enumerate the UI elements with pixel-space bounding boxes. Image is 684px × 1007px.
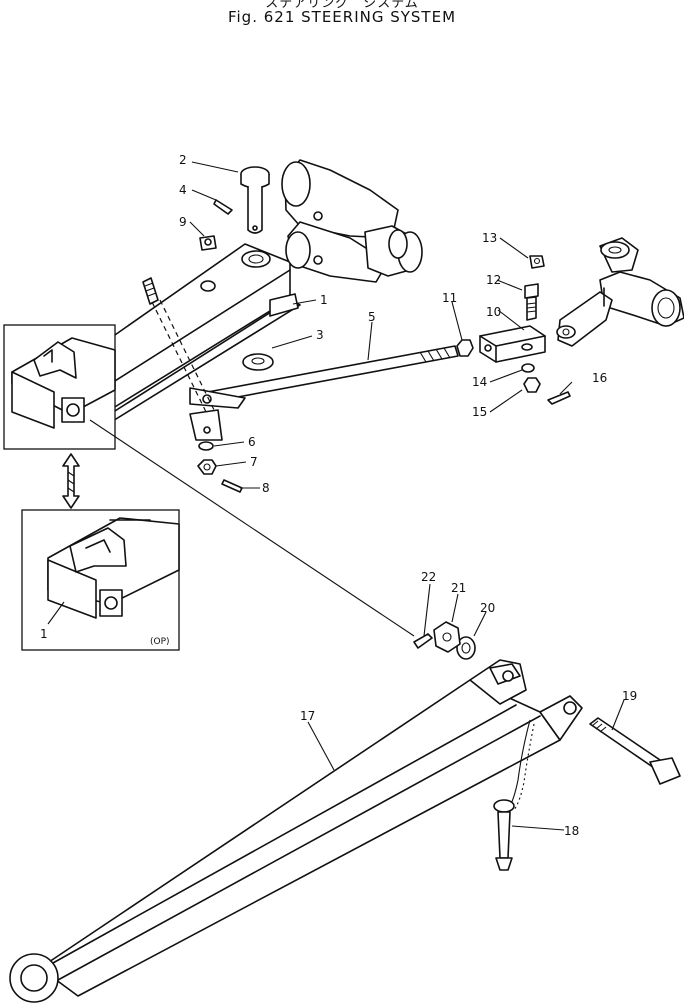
bolt-12 [524, 283, 539, 321]
jam-nut-11 [456, 339, 474, 357]
callout-9: 9 [179, 215, 187, 229]
callout-6: 6 [248, 435, 256, 449]
callout-7: 7 [250, 455, 258, 469]
callout-11: 11 [442, 291, 457, 305]
clevis-10 [479, 325, 546, 363]
callout-3: 3 [316, 328, 324, 342]
callout-5: 5 [368, 310, 376, 324]
callout-18: 18 [564, 824, 579, 838]
washer-near-9 [200, 280, 216, 292]
washer-6 [198, 441, 214, 451]
knuckle-arm [556, 237, 684, 347]
tie-rod [189, 345, 459, 409]
callout-13: 13 [482, 231, 497, 245]
callout-4: 4 [179, 183, 187, 197]
callout-1: 1 [320, 293, 328, 307]
threaded-stud [142, 277, 223, 441]
callout-15: 15 [472, 405, 487, 419]
inset-callout-1: 1 [40, 627, 48, 641]
callout-leaders [47, 161, 625, 831]
washer-3 [242, 353, 274, 371]
bolt-19 [589, 717, 681, 785]
callout-21: 21 [451, 581, 466, 595]
callout-19: 19 [622, 689, 637, 703]
grease-fitting-9 [199, 235, 217, 251]
callout-2: 2 [179, 153, 187, 167]
nut-7 [197, 459, 217, 475]
callout-12: 12 [486, 273, 501, 287]
pivot-pin [240, 166, 270, 234]
leader-inset-to-pin [89, 419, 415, 637]
callout-17: 17 [300, 709, 315, 723]
cotter-pin-16 [547, 391, 571, 405]
nut-15 [523, 377, 541, 393]
washer-14 [521, 363, 535, 373]
cotter-pin-4 [213, 199, 233, 215]
nut-21 [433, 621, 461, 653]
callout-22: 22 [421, 570, 436, 584]
cotter-pin-8 [221, 479, 243, 493]
cotter-pin-22 [413, 633, 433, 649]
grease-fitting-13 [529, 255, 545, 269]
figure-title: Fig. 621 STEERING SYSTEM [227, 8, 457, 26]
inset-op-tag: (OP) [150, 637, 170, 647]
callout-16: 16 [592, 371, 607, 385]
callout-20: 20 [480, 601, 495, 615]
lock-pin-18 [493, 799, 515, 871]
pivot-bracket [281, 159, 423, 283]
washer-20 [456, 636, 476, 660]
callout-14: 14 [472, 375, 487, 389]
detail-inset-optional [21, 509, 180, 651]
callout-numbers: 1 2 3 4 5 6 7 8 9 10 11 12 13 14 15 16 1… [40, 153, 637, 838]
callout-10: 10 [486, 305, 501, 319]
detail-inset-standard [3, 324, 116, 450]
double-arrow [62, 453, 80, 509]
callout-8: 8 [262, 481, 270, 495]
drawbar-17 [9, 659, 583, 1003]
figure-subtitle: ステアリング システム [265, 0, 419, 11]
